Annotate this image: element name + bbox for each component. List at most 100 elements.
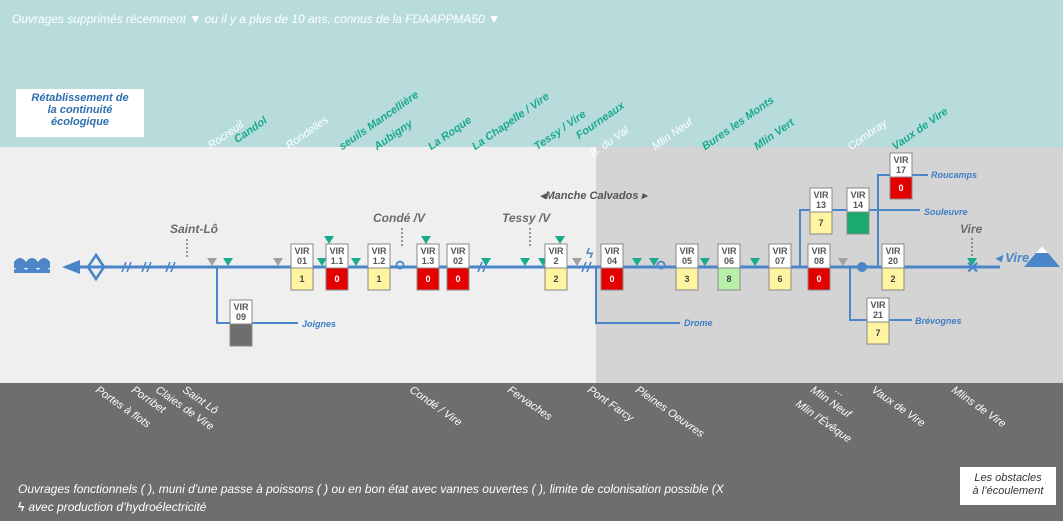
obstacle-number: 13	[816, 200, 826, 210]
obstacle-score: 7	[818, 218, 823, 228]
obstacle-score-cell	[229, 323, 253, 347]
obstacle-code: VIR	[420, 246, 436, 256]
obstacle-code: VIR	[885, 246, 901, 256]
department-boundary-label: ◂Manche Calvados ▸	[540, 190, 648, 202]
removed-works-band	[0, 0, 1063, 147]
restoration-line-2: la continuité	[47, 104, 113, 116]
removal-marker	[223, 258, 233, 266]
obstacle-score: 0	[898, 183, 903, 193]
obstacle-score: 2	[553, 274, 558, 284]
obstacle-code: VIR	[870, 300, 886, 310]
obstacle-number: 2	[553, 256, 558, 266]
obstacle-code: VIR	[233, 302, 249, 312]
obstacle-code: VIR	[811, 246, 827, 256]
removal-marker	[967, 258, 977, 266]
restoration-box: Rétablissement de la continuité écologiq…	[16, 89, 144, 137]
obstacle-score: 1	[299, 274, 304, 284]
removal-marker	[649, 258, 659, 266]
obstacle-number: 1.1	[331, 256, 344, 266]
river-flow-arrow	[62, 260, 80, 274]
obstacle-number: 06	[724, 256, 734, 266]
place-pointers	[186, 228, 973, 258]
removal-marker	[481, 258, 491, 266]
removal-marker	[324, 236, 334, 244]
obstacle-score-cell	[717, 267, 741, 291]
obstacle-score-cell	[367, 267, 391, 291]
obstacle-score-cell	[600, 267, 624, 291]
obstacle-number: 08	[814, 256, 824, 266]
tributary-souleuvre-line	[799, 209, 920, 267]
obstacle-number: 07	[775, 256, 785, 266]
place-saint-lo: Saint-Lô	[170, 222, 218, 236]
colonisation-limit-marker	[857, 262, 867, 272]
obstacle-code: VIR	[772, 246, 788, 256]
obstacle-score: 8	[726, 274, 731, 284]
obstacle-code: VIR	[294, 246, 310, 256]
obstacle-score: 0	[816, 274, 821, 284]
obstacle-code: VIR	[548, 246, 564, 256]
lightning-icon: ϟ	[18, 500, 25, 514]
functional-works-band	[0, 383, 1063, 521]
obstacle-number: 01	[297, 256, 307, 266]
obstacle-score-cell	[416, 267, 440, 291]
removal-marker	[207, 258, 217, 266]
removal-marker	[572, 258, 582, 266]
tributary-souleuvre: Souleuvre	[924, 207, 968, 217]
obstacle-code: VIR	[813, 190, 829, 200]
obstacle-code: VIR	[850, 190, 866, 200]
obstacle-number: 02	[453, 256, 463, 266]
removed-works-note: Ouvrages supprimés récemment ▼ ou il y a…	[12, 12, 500, 26]
removal-marker	[317, 258, 327, 266]
removal-marker	[555, 236, 565, 244]
obstacle-score: 0	[609, 274, 614, 284]
obstacle-number: 14	[853, 200, 863, 210]
hydro-note-text: avec production d’hydroélectricité	[28, 500, 207, 514]
obstacle-score: 1	[376, 274, 381, 284]
obstacle-number: 1.3	[422, 256, 435, 266]
obstacle-number: 05	[682, 256, 692, 266]
removal-marker	[632, 258, 642, 266]
mountain-icon	[1024, 246, 1060, 267]
estuary-gate-icon	[86, 252, 106, 282]
tributary-brevognes: Brévognes	[915, 316, 962, 326]
removal-marker	[520, 258, 530, 266]
obstacle-score-cell	[290, 267, 314, 291]
removal-marker	[700, 258, 710, 266]
functional-works-note: Ouvrages fonctionnels ( ), muni d’une pa…	[18, 482, 724, 496]
obstacle-score-cell	[675, 267, 699, 291]
tributary-roucamps: Roucamps	[931, 170, 978, 180]
obstacle-score: 2	[890, 274, 895, 284]
obstacle-number: 1.2	[373, 256, 386, 266]
tributary-drome-line	[595, 267, 680, 324]
obstacle-score: 0	[334, 274, 339, 284]
restoration-line-3: écologique	[50, 116, 110, 128]
removal-marker	[351, 258, 361, 266]
place-tessy: Tessy /V	[502, 211, 551, 225]
tributary-joignes: Joignes	[302, 319, 337, 329]
obstacle-code: VIR	[721, 246, 737, 256]
colonisation-x-icon: ✕	[966, 260, 979, 277]
obstacle-number: 09	[236, 312, 246, 322]
obstacle-score-cell	[446, 267, 470, 291]
obstacle-boxes: VIR09VIR011VIR1.10VIR1.21VIR1.30VIR020VI…	[229, 152, 913, 347]
obstacle-number: 20	[888, 256, 898, 266]
obstacles-line-2: à l’écoulement	[972, 485, 1044, 497]
restoration-line-1: Rétablissement de	[31, 92, 129, 104]
obstacle-score-cell	[881, 267, 905, 291]
